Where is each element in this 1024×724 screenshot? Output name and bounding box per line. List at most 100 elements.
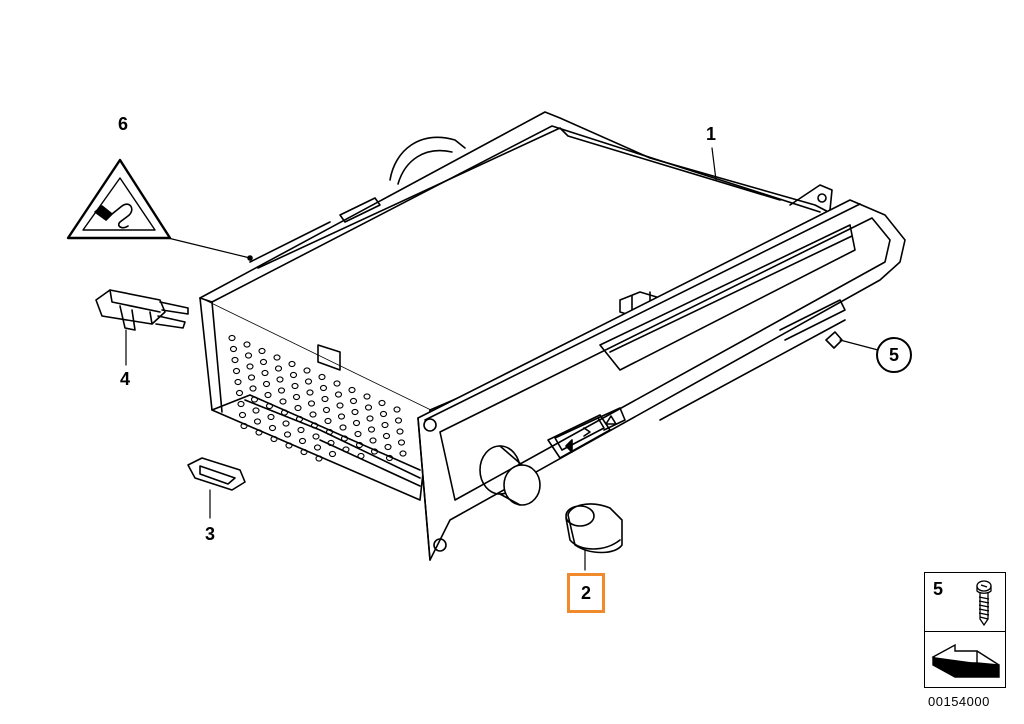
- vent-hole: [340, 435, 349, 442]
- vent-hole: [277, 387, 286, 394]
- vent-hole: [324, 417, 332, 425]
- front-control-panel: [417, 199, 906, 561]
- vent-hole: [294, 404, 302, 412]
- vent-hole: [268, 424, 277, 432]
- vent-hole: [297, 426, 305, 434]
- vent-hole: [370, 448, 379, 455]
- vent-hole: [238, 411, 247, 419]
- vent-hole: [274, 365, 283, 372]
- vent-hole: [246, 363, 254, 370]
- vent-hole: [282, 420, 290, 427]
- leader-lines: [125, 147, 879, 571]
- vent-hole: [288, 360, 296, 368]
- vent-hole: [367, 426, 376, 433]
- hardware-legend: 5: [924, 572, 1006, 688]
- vent-hole: [393, 406, 401, 413]
- callout-6: 6: [118, 114, 129, 134]
- vent-hole: [298, 437, 307, 445]
- vent-hole: [285, 442, 293, 449]
- vent-hole: [318, 373, 326, 381]
- vent-hole: [253, 418, 262, 425]
- vent-hole: [252, 407, 260, 414]
- vent-hole: [336, 402, 344, 409]
- vent-hole: [259, 358, 268, 366]
- vent-hole: [300, 448, 308, 456]
- vent-hole: [325, 428, 334, 436]
- vent-hole: [328, 450, 337, 458]
- vent-hole: [267, 413, 275, 421]
- vent-hole: [354, 430, 362, 438]
- screw-icon: [976, 580, 992, 627]
- vent-hole: [396, 428, 404, 435]
- vent-hole: [303, 367, 311, 374]
- vent-hole: [357, 452, 365, 460]
- vent-hole: [240, 422, 248, 430]
- vent-hole: [304, 378, 313, 385]
- callout-4: 4: [120, 369, 131, 389]
- vent-hole: [250, 396, 259, 403]
- vent-hole: [385, 454, 394, 462]
- diagram-code: 00154000: [928, 694, 990, 709]
- warning-triangle-icon: [66, 158, 172, 240]
- vent-hole: [307, 400, 316, 407]
- vent-hole: [232, 367, 241, 375]
- vent-hole: [397, 439, 406, 446]
- vent-hole: [313, 444, 322, 451]
- vent-hole: [234, 378, 242, 386]
- vent-hole: [310, 422, 319, 429]
- vent-hole: [355, 441, 364, 449]
- vent-hole: [348, 386, 356, 394]
- vent-hole: [292, 393, 301, 401]
- fuse-connector: [95, 289, 189, 331]
- vent-hole: [273, 354, 281, 361]
- vent-hole: [315, 455, 323, 462]
- vent-hole: [283, 431, 292, 438]
- vent-hole: [342, 446, 350, 453]
- vent-hole: [306, 389, 314, 396]
- ventilation-holes: [228, 334, 407, 462]
- vent-hole: [262, 380, 271, 388]
- vent-hole: [378, 399, 386, 407]
- callout-5: 5: [876, 337, 912, 373]
- direction-arrow-icon: [931, 643, 1000, 678]
- vent-hole: [351, 408, 359, 416]
- vent-hole: [366, 415, 374, 422]
- vent-hole: [229, 345, 238, 353]
- vent-hole: [321, 395, 329, 403]
- vent-hole: [255, 429, 263, 436]
- vent-hole: [364, 404, 373, 411]
- vent-hole: [382, 432, 391, 440]
- vent-hole: [289, 371, 298, 379]
- vent-hole: [249, 385, 257, 392]
- vent-hole: [264, 391, 272, 399]
- vent-hole: [384, 443, 392, 451]
- vent-hole: [243, 341, 251, 348]
- vent-hole: [235, 389, 244, 397]
- vent-hole: [228, 334, 236, 342]
- vent-hole: [247, 374, 256, 381]
- vent-hole: [339, 424, 347, 431]
- vent-hole: [363, 393, 371, 400]
- vent-hole: [381, 421, 389, 429]
- vent-hole: [276, 376, 284, 383]
- legend-divider: [925, 631, 1005, 632]
- vent-hole: [258, 347, 266, 355]
- vent-hole: [327, 439, 335, 447]
- vent-hole: [379, 410, 388, 418]
- vent-hole: [270, 435, 278, 443]
- vent-hole: [333, 380, 341, 387]
- callout-3: 3: [205, 524, 216, 544]
- vent-hole: [295, 415, 304, 423]
- vent-hole: [337, 413, 346, 420]
- callout-2-highlighted[interactable]: 2: [567, 573, 605, 613]
- vent-hole: [291, 382, 299, 390]
- vent-hole: [237, 400, 245, 408]
- vent-hole: [280, 409, 289, 416]
- vent-hole: [309, 411, 317, 418]
- vent-hole: [265, 402, 274, 410]
- grommet: [187, 457, 246, 491]
- vent-hole: [352, 419, 361, 427]
- vent-hole: [394, 417, 403, 424]
- vent-hole: [399, 450, 407, 457]
